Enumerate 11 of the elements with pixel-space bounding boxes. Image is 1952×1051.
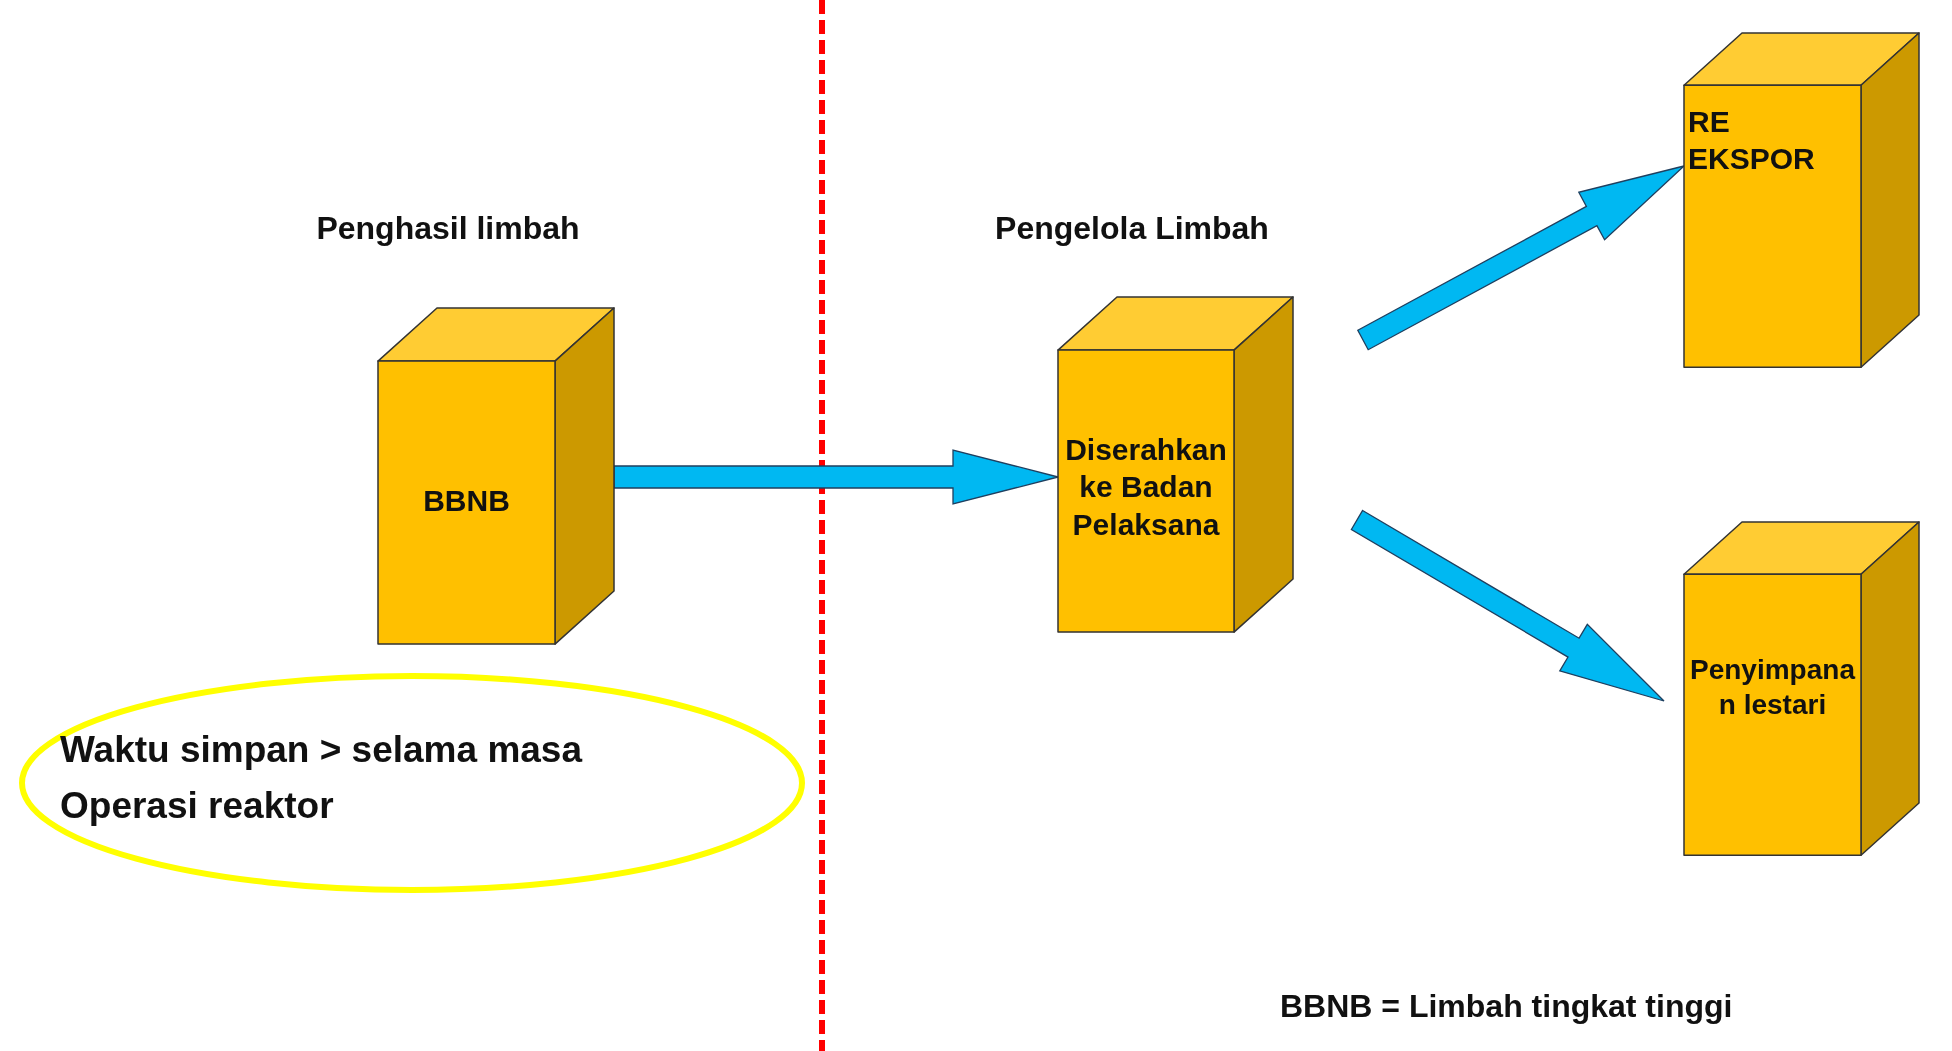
node-label: Diserahkan ke Badan Pelaksana xyxy=(1064,432,1228,543)
node-label: Penyimpana n lestari xyxy=(1689,653,1857,722)
node-label: RE EKSPOR xyxy=(1688,104,1816,178)
node-label: BBNB xyxy=(422,483,511,520)
block-arrow xyxy=(1350,509,1665,702)
column-heading: Pengelola Limbah xyxy=(995,210,1269,247)
node-label: Waktu simpan > selama masa Operasi reaktor xyxy=(60,728,584,828)
column-heading: Penghasil limbah xyxy=(316,210,580,247)
block-arrow xyxy=(613,449,1059,505)
block-arrow xyxy=(1356,165,1685,351)
note-text: BBNB = Limbah tingkat tinggi xyxy=(1280,988,1733,1025)
